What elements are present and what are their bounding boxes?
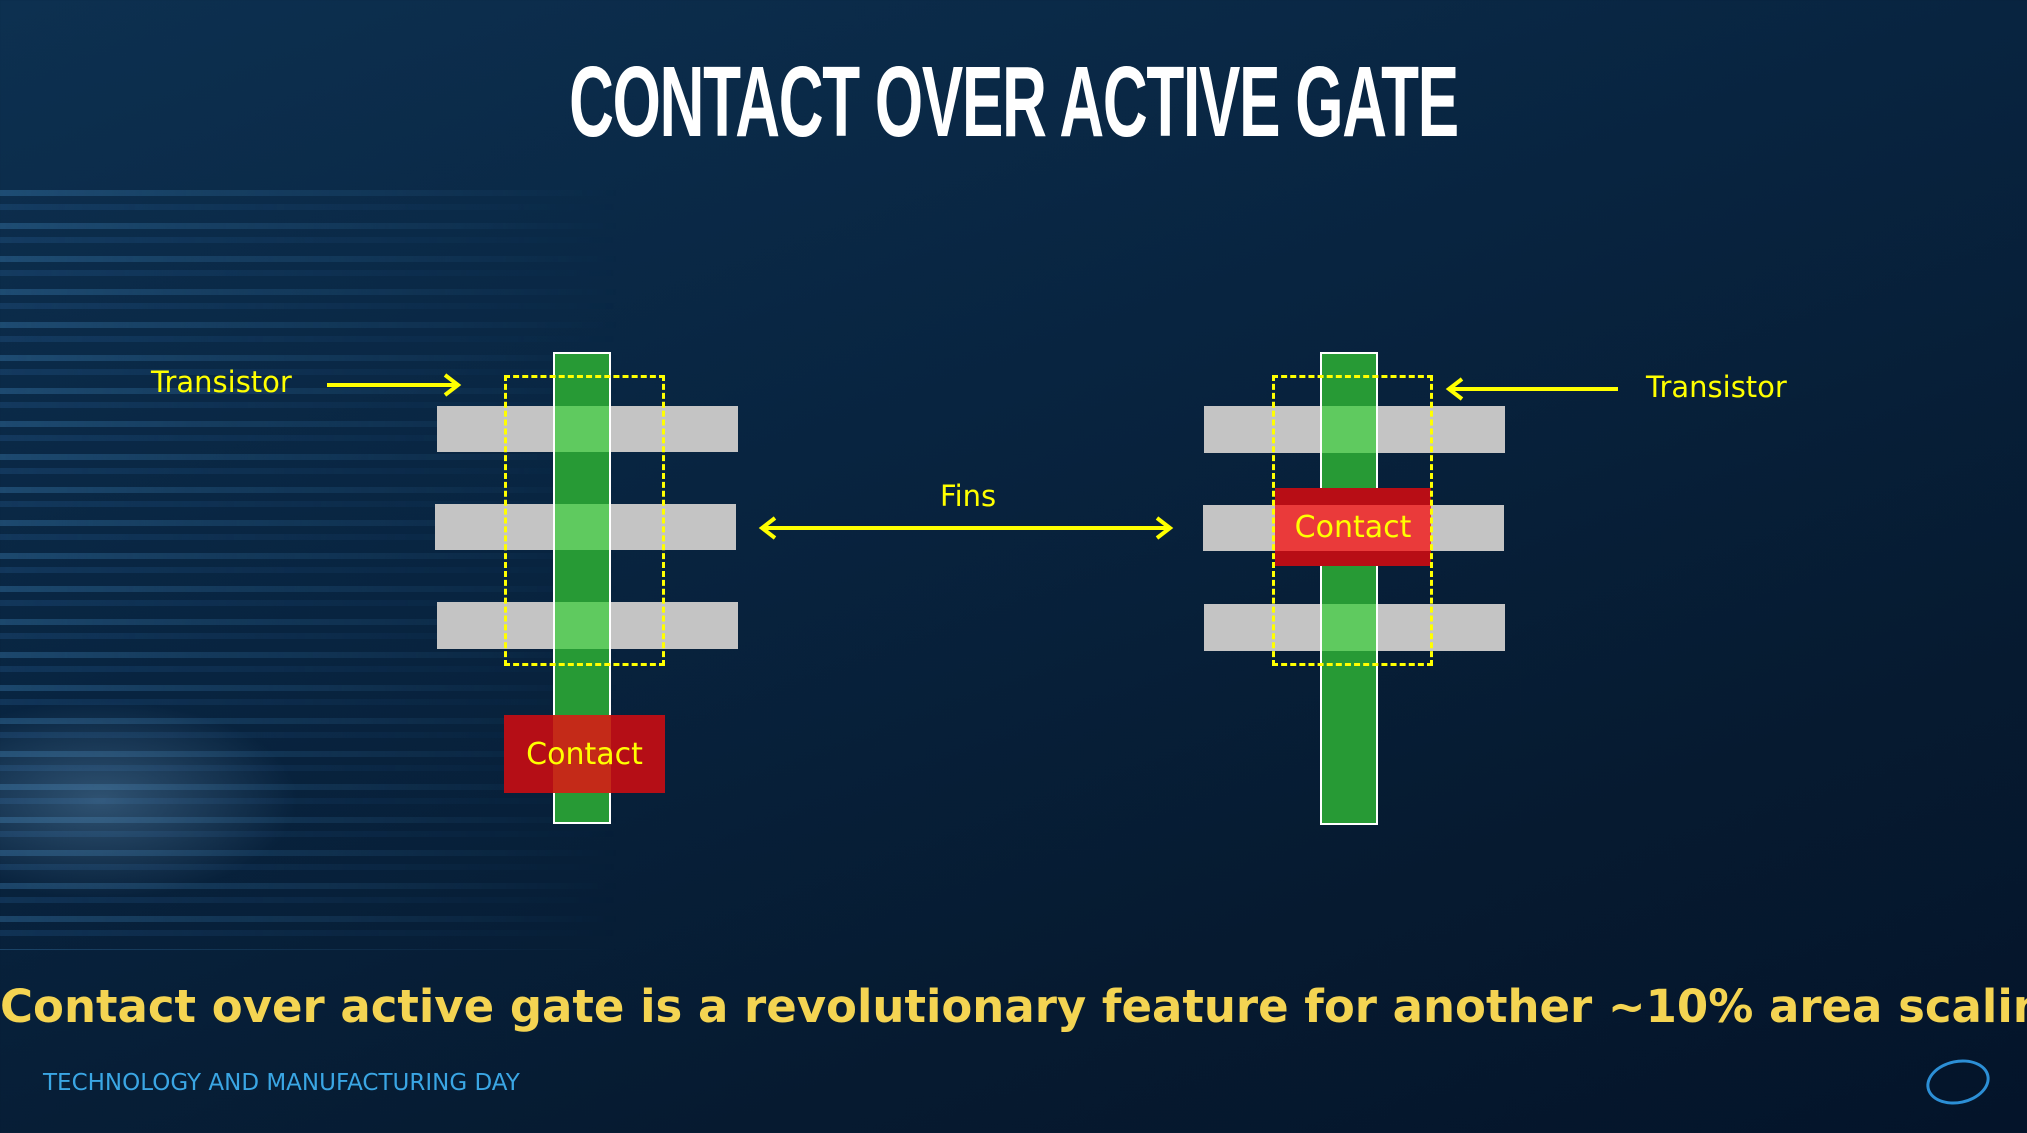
arrow-left-icon	[1445, 377, 1618, 401]
transistor-label: Transistor	[1646, 370, 1787, 404]
headline: Contact over active gate is a revolution…	[0, 980, 2027, 1033]
slide-title: CONTACT OVER ACTIVE GATE	[569, 46, 1459, 158]
gate-fin-overlap	[555, 602, 609, 649]
transistor-label: Transistor	[151, 365, 292, 399]
contact-box: Contact	[504, 715, 665, 793]
transistor-outline	[1272, 375, 1433, 666]
gate-fin-overlap	[1322, 604, 1376, 651]
footer-text: TECHNOLOGY AND MANUFACTURING DAY	[43, 1070, 520, 1096]
transistor-outline	[504, 375, 665, 666]
background-glow	[0, 700, 300, 900]
contact-label: Contact	[526, 736, 643, 772]
gate-fin-overlap	[1322, 406, 1376, 453]
double-arrow-icon	[758, 516, 1174, 540]
fins-label: Fins	[940, 479, 997, 513]
intel-logo	[1922, 1053, 1994, 1111]
contact-label: Contact	[1294, 509, 1412, 545]
gate-fin-overlap	[555, 406, 609, 452]
contact-box: Contact	[1275, 488, 1431, 566]
background-streaks	[0, 190, 620, 950]
arrow-right-icon	[327, 373, 462, 397]
gate-fin-overlap	[555, 504, 609, 550]
